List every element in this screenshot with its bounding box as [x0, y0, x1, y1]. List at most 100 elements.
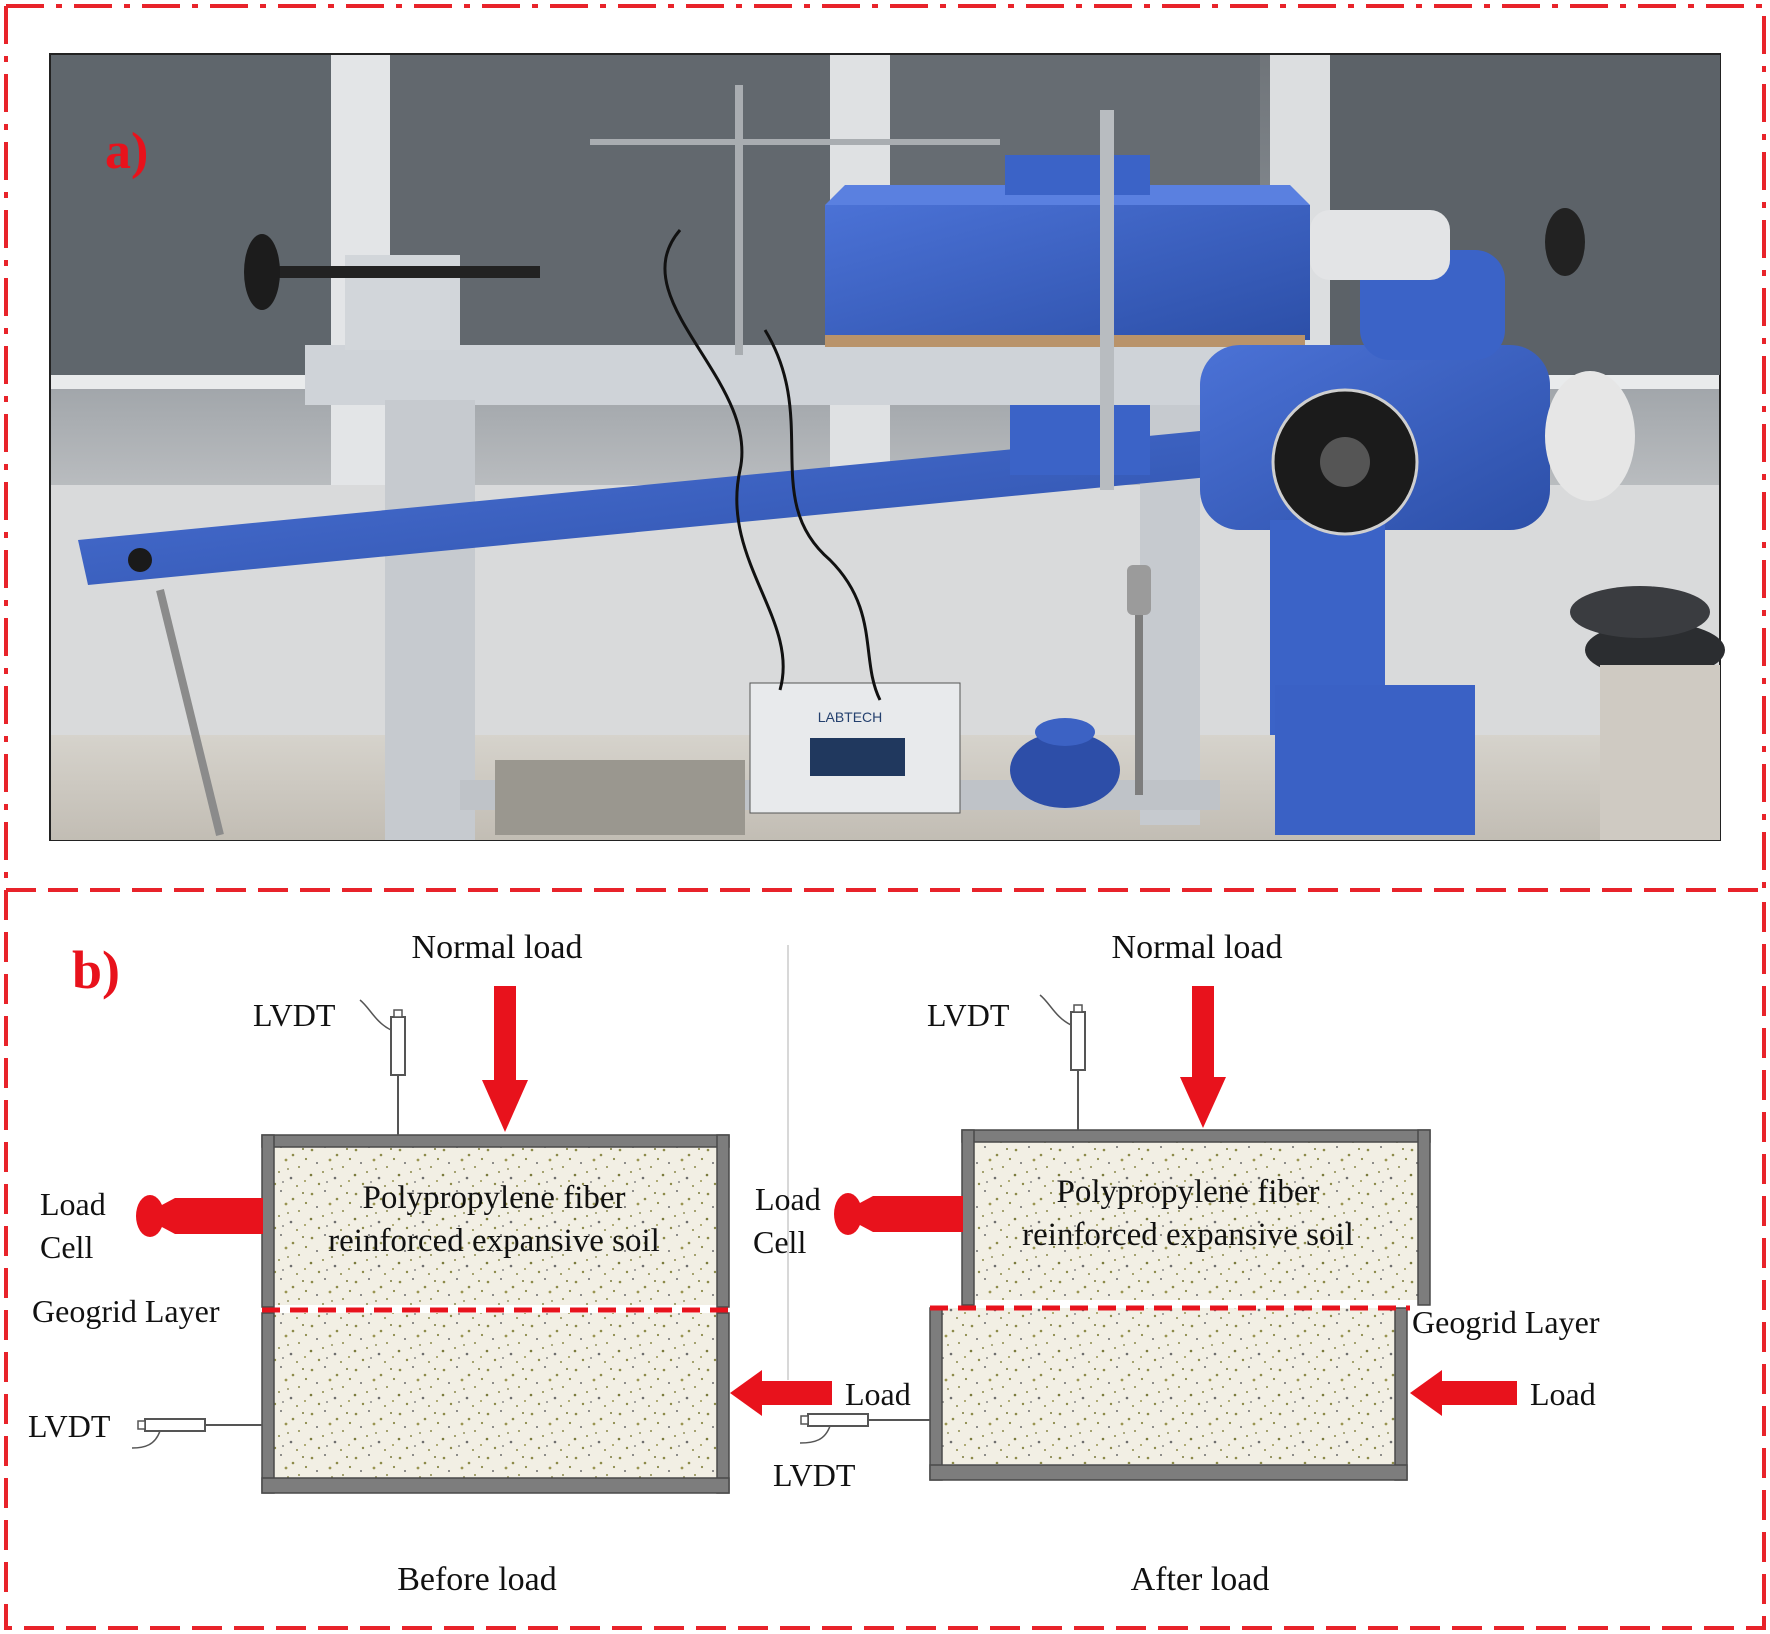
tamper-head: [1127, 565, 1151, 615]
controller-screen: [810, 738, 905, 776]
before-lvdt-side-label: LVDT: [28, 1408, 111, 1444]
machine-left-leg: [385, 400, 475, 840]
before-load-cell-shaft: [175, 1198, 263, 1234]
before-load-cell-label-1: Load: [40, 1186, 106, 1222]
shear-box: [825, 205, 1310, 340]
left-handwheel: [244, 234, 280, 310]
after-soil-label-2: reinforced expansive soil: [1022, 1217, 1354, 1253]
bg-table: [1600, 665, 1720, 840]
before-normal-load-arrowhead: [482, 1080, 528, 1132]
after-caption: After load: [1131, 1561, 1270, 1598]
after-lower-left-wall: [929, 1307, 943, 1481]
after-load-cell-head: [834, 1193, 862, 1235]
shear-box-base: [825, 335, 1305, 347]
after-upper-right-wall: [1417, 1129, 1431, 1306]
after-normal-load-shaft: [1192, 986, 1214, 1078]
before-load-cell-label-2: Cell: [40, 1229, 93, 1265]
machine-top-bed: [305, 345, 1335, 405]
before-lvdt-side-cap: [137, 1420, 146, 1430]
before-normal-load-shaft: [494, 986, 516, 1081]
after-normal-load-label: Normal load: [1112, 929, 1283, 966]
before-load-arrow-shaft: [760, 1381, 832, 1405]
loading-yoke-lower: [1010, 405, 1150, 475]
stacked-weights-top: [1035, 718, 1095, 746]
vertical-rod: [1100, 110, 1114, 490]
before-soil-label-2: reinforced expansive soil: [328, 1223, 660, 1259]
before-lower-soil: [267, 1313, 722, 1478]
after-load-cell-label-2: Cell: [753, 1224, 806, 1260]
before-soil-label-1: Polypropylene fiber: [362, 1180, 625, 1216]
after-lvdt-top-label: LVDT: [927, 997, 1010, 1033]
after-load-arrow-shaft: [1440, 1381, 1517, 1405]
before-lvdt-top-label: LVDT: [253, 997, 336, 1033]
before-load-arrowhead: [730, 1370, 762, 1416]
after-lower-base: [929, 1464, 1408, 1481]
before-lvdt-side-wire: [131, 1430, 161, 1449]
after-load-diagram: [799, 986, 1517, 1481]
after-load-label: Load: [1530, 1376, 1596, 1412]
after-lvdt-side-wire: [799, 1425, 831, 1444]
after-load-arrowhead: [1410, 1370, 1442, 1416]
cable-2: [763, 329, 882, 701]
cable-1: [663, 229, 785, 691]
panel-b-label: b): [72, 940, 120, 1000]
before-lvdt-side-body: [144, 1418, 206, 1432]
after-upper-soil: [967, 1140, 1423, 1300]
after-upper-left-wall: [961, 1129, 975, 1306]
after-soil-label-1: Polypropylene fiber: [1056, 1174, 1319, 1210]
right-pulley: [1545, 371, 1635, 501]
before-load-diagram: [131, 986, 832, 1494]
before-lvdt-top-body: [390, 1016, 406, 1076]
window-pane-1: [51, 55, 331, 375]
after-load-cell-shaft: [873, 1196, 963, 1232]
after-load-cell-neck: [858, 1196, 873, 1232]
bg-weights-2: [1570, 586, 1710, 638]
before-lvdt-top-wire: [359, 999, 392, 1031]
dial-gauge-stand: [735, 85, 743, 355]
after-geogrid-label: Geogrid Layer: [1412, 1304, 1600, 1340]
motor-box: [1275, 685, 1475, 835]
after-lower-right-wall: [1394, 1307, 1408, 1481]
beam-end-knob: [128, 548, 152, 572]
before-lvdt-top-cap: [393, 1009, 403, 1018]
blue-lever-beam: [78, 430, 1230, 585]
after-lvdt-side-body: [807, 1413, 869, 1427]
after-lvdt-top-cap: [1073, 1004, 1083, 1013]
controller-brand-text: LABTECH: [818, 709, 883, 725]
after-upper-lid: [961, 1129, 1431, 1143]
after-lower-soil: [935, 1308, 1400, 1464]
before-load-cell-neck: [160, 1198, 175, 1234]
panel-a-photo: LABTECH a): [49, 53, 1725, 841]
loading-yoke: [1005, 155, 1150, 195]
before-upper-soil: [267, 1145, 722, 1305]
panel-a-frame: [4, 4, 1766, 890]
tamper-rod: [1135, 575, 1143, 795]
stacked-weights: [1010, 732, 1120, 808]
after-lvdt-side-cap: [800, 1415, 809, 1425]
after-lvdt-top-wire: [1039, 994, 1072, 1026]
before-upper-left-wall: [261, 1134, 275, 1308]
after-normal-load-arrowhead: [1180, 1077, 1226, 1128]
window-pane-2: [390, 55, 830, 385]
floor-grating: [495, 760, 745, 835]
before-normal-load-label: Normal load: [412, 929, 583, 966]
after-lvdt-side-label: LVDT: [773, 1457, 856, 1493]
after-load-cell-label-1: Load: [755, 1181, 821, 1217]
before-upper-lid: [261, 1134, 730, 1148]
right-screw-housing: [1310, 210, 1450, 280]
gearbox-dial-hub: [1320, 437, 1370, 487]
before-upper-right-wall: [716, 1134, 730, 1308]
panel-b-frame: [4, 890, 1766, 1630]
before-lower-left-wall: [261, 1312, 275, 1494]
before-geogrid-label: Geogrid Layer: [32, 1293, 220, 1329]
before-load-label: Load: [845, 1376, 911, 1412]
before-lower-base: [261, 1477, 730, 1494]
stand-rod: [156, 589, 224, 836]
right-handwheel: [1545, 208, 1585, 276]
before-lower-right-wall: [716, 1312, 730, 1494]
before-load-cell-head: [136, 1195, 164, 1237]
before-caption: Before load: [397, 1561, 557, 1598]
panel-a-label: a): [105, 123, 148, 180]
after-lvdt-top-body: [1070, 1011, 1086, 1071]
